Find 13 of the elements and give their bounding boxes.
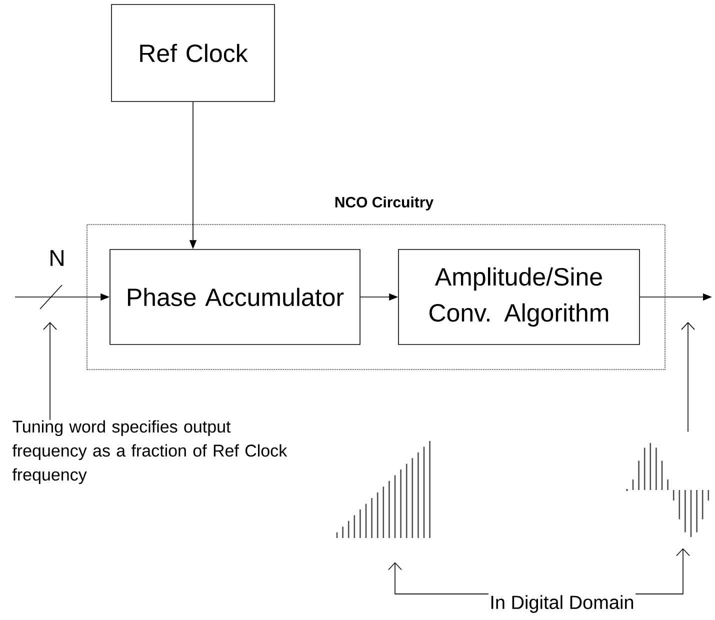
sine-waveform-drawing xyxy=(626,443,710,537)
arrow xyxy=(635,548,690,594)
arrow xyxy=(388,562,489,594)
ramp-waveform-drawing xyxy=(336,441,430,538)
arrow xyxy=(681,322,695,432)
node-label: NCO Circuitry xyxy=(335,196,434,210)
process-box: Phase Accumulator xyxy=(110,249,360,345)
arrow xyxy=(43,322,57,420)
clock-box: Ref Clock xyxy=(111,4,275,102)
caption-text: In Digital Domain xyxy=(491,595,634,613)
process-box: Amplitude/Sine Conv. Algorithm xyxy=(398,249,640,345)
edge-label: N xyxy=(48,249,66,267)
note-text: Tuning word specifies output frequency as a fraction of Ref Clock frequency xyxy=(12,420,288,484)
